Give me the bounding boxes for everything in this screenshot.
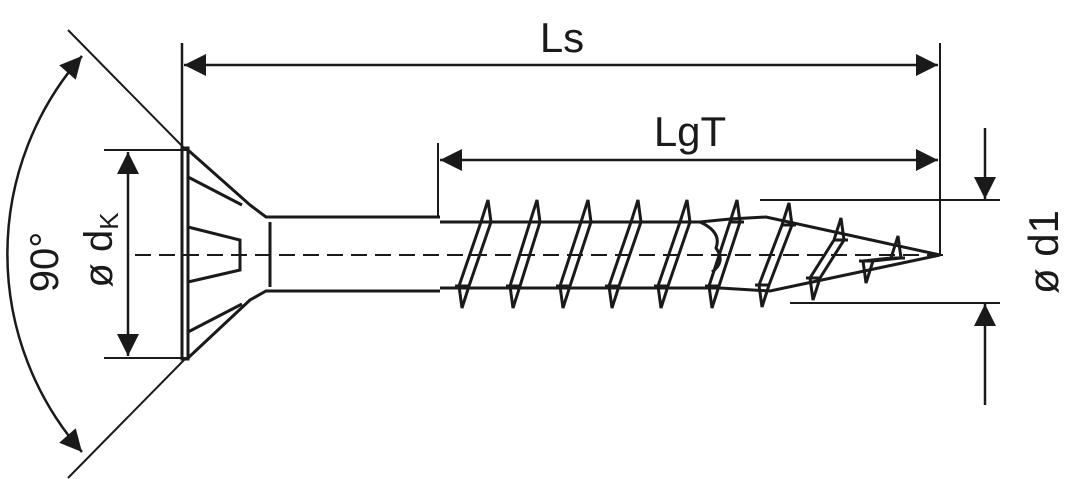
thread-flight	[859, 235, 905, 284]
thread-length-dimension: LgT	[437, 108, 938, 218]
thread-flight	[755, 202, 796, 308]
head-angle-label: 90°	[23, 232, 67, 293]
thread-flight	[506, 199, 544, 309]
thread-flight	[556, 199, 595, 309]
thread-flights	[455, 199, 905, 309]
thread-flight	[705, 199, 744, 309]
thread-flight	[654, 199, 694, 309]
thread-core	[440, 215, 941, 293]
head-diameter-label: ø dK	[77, 212, 124, 288]
thread-flight	[806, 217, 848, 301]
overall-length-label: Ls	[540, 14, 584, 61]
thread-flight	[605, 199, 645, 309]
head-diameter-dimension: ø dK	[77, 149, 188, 359]
overall-length-dimension: Ls	[184, 14, 941, 255]
thread-diameter-label: ø d1	[1020, 210, 1067, 294]
thread-flight	[455, 199, 495, 309]
thread-length-label: LgT	[654, 108, 726, 155]
head-angle-dimension: 90°	[6, 29, 187, 479]
thread-diameter-dimension: ø d1	[760, 128, 1067, 405]
thread-cut-arc	[699, 220, 722, 274]
screw-head	[180, 43, 440, 361]
